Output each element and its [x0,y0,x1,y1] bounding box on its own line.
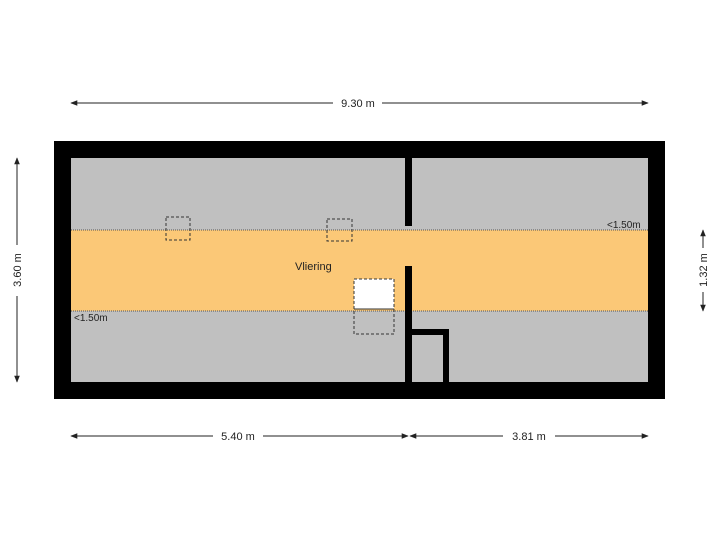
closet-wall-top [412,329,449,335]
roof-window-left [165,216,191,241]
floor-low-top [71,158,648,230]
closet-wall-side [443,329,449,382]
dimension-bottom-left: 5.40 m [221,431,255,443]
stair-opening [353,278,395,310]
stair-opening-lower [353,308,395,335]
partition-wall-lower [405,266,412,382]
low-height-label-right: <1.50m [607,220,641,231]
dimension-bottom-right: 3.81 m [512,431,546,443]
floor-low-bottom [71,311,648,382]
roof-window-middle [326,218,353,242]
low-height-label-left: <1.50m [74,313,108,324]
dimension-right-strip: 1.32 m [698,253,710,287]
room-label: Vliering [295,261,332,273]
partition-wall-upper [405,158,412,226]
dimension-left-total: 3.60 m [12,253,24,287]
dimension-top-total: 9.30 m [341,98,375,110]
